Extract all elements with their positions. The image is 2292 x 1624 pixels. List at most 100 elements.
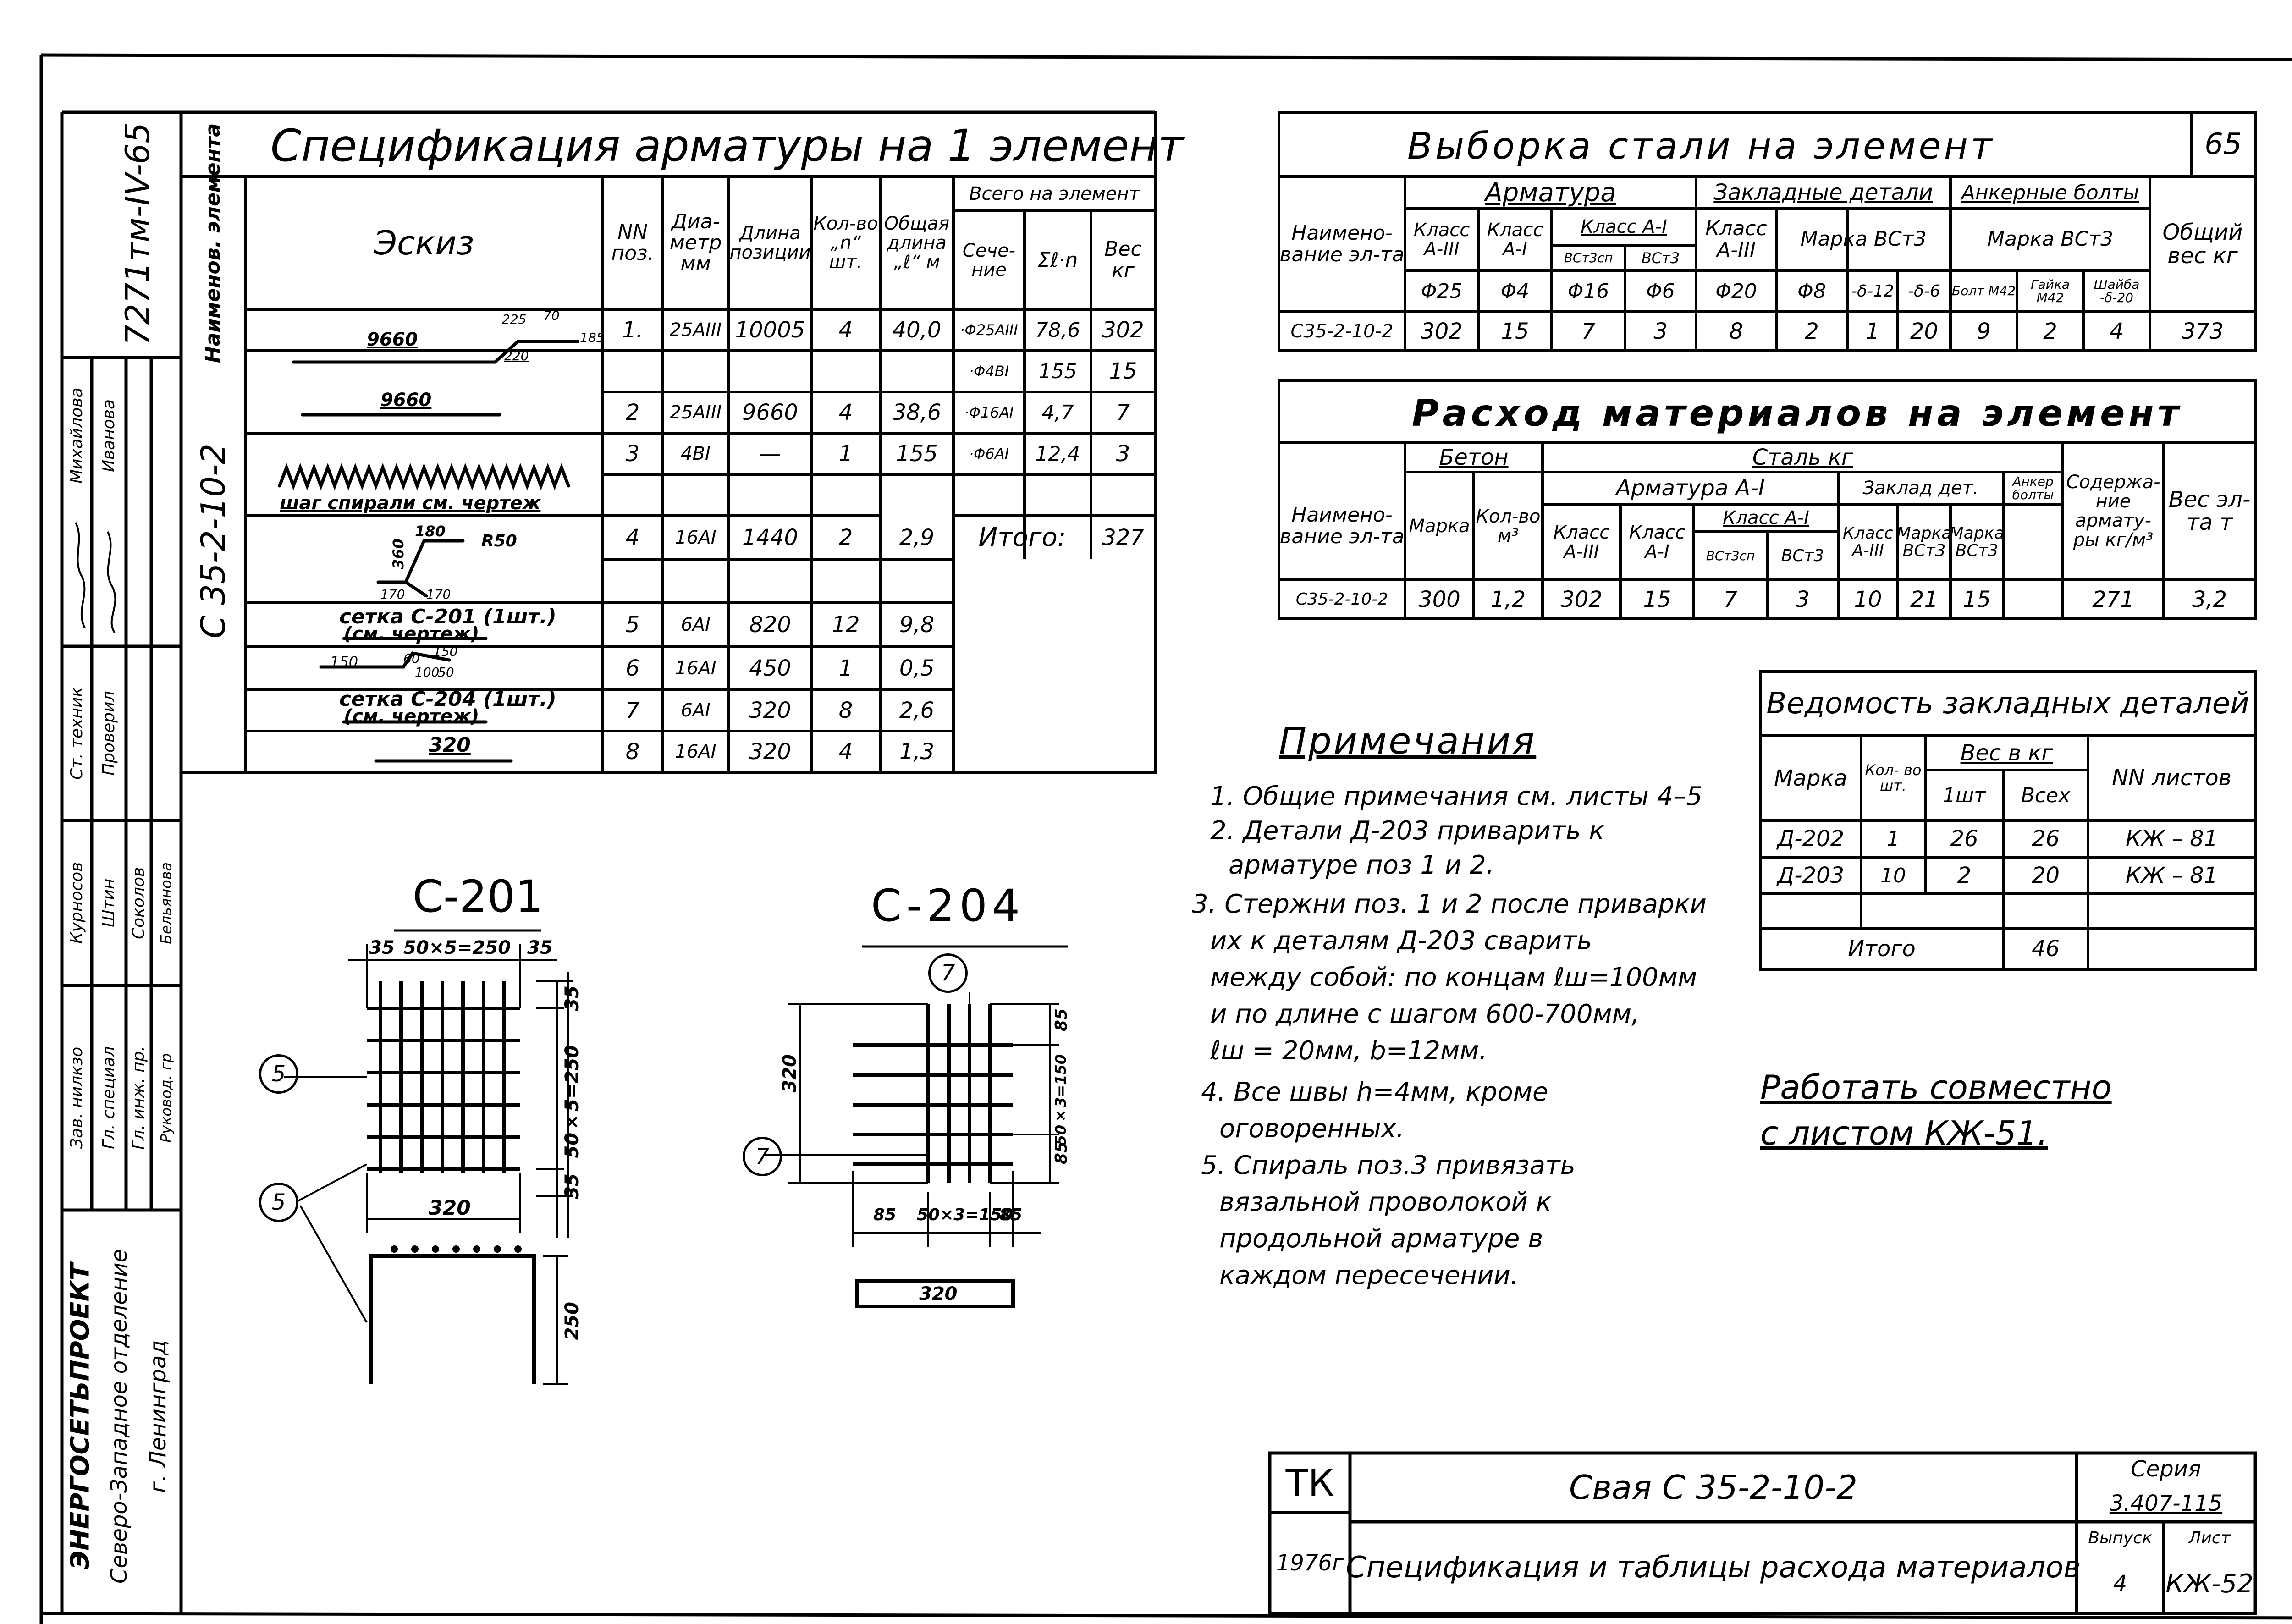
spec-total-len: 0,5 [899,655,935,681]
c201-dim-35b: 35 [527,937,553,958]
title-name: Свая С 35-2-10-2 [1569,1468,1857,1507]
spec-total-weight: 15 [1109,358,1137,384]
stamp-role: Руковод. гр [157,1053,175,1143]
parts-itogo-label: Итого [1848,936,1916,962]
sketch4-dim-b: 170 [380,587,405,602]
spec-weight-header: Вес кг [1104,237,1142,282]
spec-total-len: 2,6 [899,698,935,723]
steel-title: Выборка стали на элемент [1407,125,1995,167]
sketch1-dim-d: 185 [580,330,605,345]
spec-total-section: ·Φ4BI [969,363,1009,380]
title-tk: ТК [1285,1461,1334,1504]
spec-total-sum: 155 [1038,359,1077,383]
c204-dim-85a: 85 [1052,1008,1071,1032]
note-line: 1. Общие примечания см. листы 4–5 [1210,782,1702,811]
spec-total-weight: 3 [1116,441,1130,467]
spec-total-len-header: Общая длина „ℓ“ м [884,213,950,273]
spec-element-header: Наименов. элемента [201,123,225,363]
sketch7-mesh-label: сетка С-204 (1шт.) [339,688,556,711]
stamp-role: Гл. инж. пр. [129,1046,148,1150]
spec-len: 1440 [742,524,799,551]
note-line: продольной арматуре в [1219,1224,1543,1254]
steel-sub: Шайба -δ-20 [2094,276,2140,305]
parts-ves-header: Вес в кг [1960,740,2053,766]
mat-title: Расход материалов на элемент [1412,392,2183,435]
sketch4-dim-c: 170 [426,587,451,602]
note-line: 5. Спираль поз.3 привязать [1201,1151,1576,1180]
c201-dim-bottom: 320 [429,1196,471,1220]
c204-pos7-callout-b: 7 [743,1137,782,1176]
c204-dim-85b: 85 [1052,1141,1071,1165]
spec-total-len: 2,9 [899,524,935,551]
spec-title: Спецификация арматуры на 1 элемент [270,120,1184,171]
sketch6-dim-a: 150 [330,653,358,671]
mat-armatura-header: Арматура А-I [1616,475,1765,501]
parts-marka: Д-202 [1777,826,1845,852]
mat-soderzh-header: Содержа- ние армату- ры кг/м³ [2066,472,2160,551]
parts-itogo-value: 46 [2031,936,2060,962]
c201-dim-35a: 35 [369,937,395,958]
spec-total-sum: 4,7 [1041,401,1074,424]
stamp-org1: ЭНЕРГОСЕТЬПРОЕКТ [65,1263,95,1570]
mat-val: 3 [1796,586,1810,612]
spec-len-header: Длина позиции [729,223,811,263]
sketch4-radius: R50 [481,532,517,551]
sketch8-length: 320 [429,733,471,757]
parts-list: КЖ – 81 [2125,826,2218,852]
spec-pos: 7 [625,698,640,723]
parts-list: КЖ – 81 [2125,863,2218,888]
mat-val: 300 [1418,586,1460,612]
spec-qty: 1 [838,441,853,467]
parts-marka-header: Марка [1774,765,1847,791]
mat-kolvo-header: Кол-во м³ [1476,506,1541,546]
mat-val: 21 [1910,586,1939,612]
mat-val: 10 [1854,586,1882,612]
steel-row-total: 373 [2182,318,2224,344]
steel-val: 3 [1653,318,1668,344]
c201-title: С-201 [413,871,543,922]
spec-total-sum: 12,4 [1035,442,1080,466]
spec-len: 820 [749,611,791,638]
parts-title: Ведомость закладных деталей [1766,687,2249,721]
steel-anker-header: Анкерные болты [1961,181,2139,204]
note-line: между собой: по концам ℓш=100мм [1210,963,1697,992]
mat-bst3sp: ВСт3сп [1706,548,1755,563]
note-line: 3. Стержни поз. 1 и 2 после приварки [1192,889,1707,919]
steel-val: 15 [1501,318,1529,344]
sketch6-dim-e: 50 [438,665,454,680]
stamp-name: Бельянова [157,862,175,944]
spec-section-header: Сече- ние [962,240,1016,281]
stamp-role: Зав. нилкзо [67,1046,86,1149]
spec-qty: 1 [838,655,853,681]
mat-beton-header: Бетон [1439,444,1509,470]
c204-dim-side: 50×3=150 [1052,1054,1069,1145]
c201-pos5-callout-a: 5 [259,1054,298,1094]
c201-dim-top: 50×5=250 [403,937,511,958]
c204-title: С-204 [871,880,1025,931]
c204-pos7-callout-a: 7 [928,953,968,993]
parts-marka: Д-203 [1777,863,1845,888]
title-vyp-label: Выпуск [2088,1528,2152,1547]
spec-total-section: ·Φ25AIII [960,321,1018,339]
spec-total-len: 1,3 [899,739,935,765]
parts-wall: 20 [2031,863,2060,888]
note-line: ℓш = 20мм, b=12мм. [1210,1036,1488,1066]
spec-pos: 1. [622,317,643,343]
steel-bst3sp: ВСт3сп [1564,250,1613,265]
spec-dia: 16AI [675,527,716,548]
c204-dim-bottom: 50×3=150 [917,1206,1014,1224]
c201-pos5-callout-b: 5 [259,1183,298,1222]
spec-pos: 6 [625,655,640,681]
steel-val: 4 [2110,318,2124,344]
spec-dia: 25AIII [669,319,722,341]
sketch6-dim-b: 60 [403,651,420,666]
parts-1sht-header: 1шт [1943,783,1986,807]
mat-val: С35-2-10-2 [1295,590,1388,609]
spec-len: 320 [749,698,791,723]
spec-dia: 25AIII [669,402,722,423]
title-vyp: 4 [2113,1571,2127,1596]
steel-sub: -δ-6 [1908,281,1940,301]
mat-val: 15 [1962,586,1991,612]
sketch1-length: 9660 [367,329,418,350]
